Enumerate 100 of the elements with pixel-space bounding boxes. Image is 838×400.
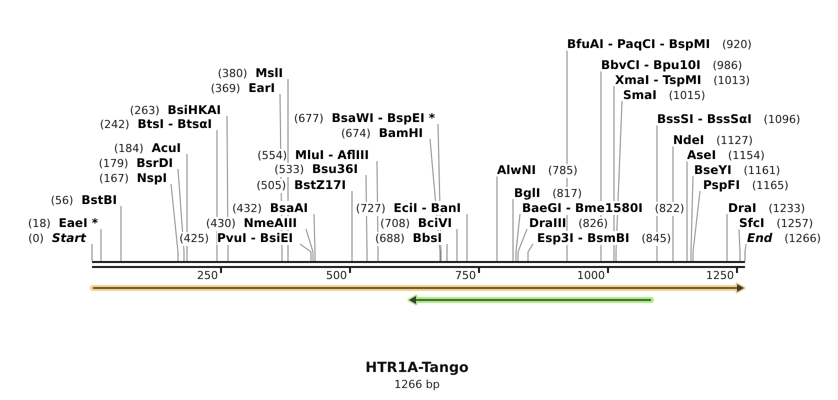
site-position: (826) [578,217,608,231]
leader-line [518,228,528,262]
enzyme-name: MslI [255,66,283,80]
site-position: (1096) [764,113,800,127]
enzyme-name: BciVI [418,216,452,230]
enzyme-name: Esp3I - BsmBI [537,231,630,245]
site-position: (674) [341,127,371,141]
site-position: (1013) [713,74,750,88]
tick-label: 250 [197,269,218,282]
site-position: (533) [274,163,304,177]
enzyme-name: BseYI [694,163,732,177]
enzyme-name: EaeI * [58,216,98,230]
site-position: (1233) [768,202,806,216]
site-position: (727) [356,202,386,216]
enzyme-name: XmaI - TspMI [615,73,702,87]
leader-line [738,228,740,262]
tick-label: 1000 [577,269,605,282]
enzyme-name: SfcI [739,216,764,230]
site-position: (986) [712,59,742,73]
leader-line [216,130,218,262]
enzyme-name: NmeAIII [244,216,297,230]
enzyme-name: PspFI [703,178,740,192]
site-position: (688) [375,232,405,246]
tick-label: 500 [326,269,347,282]
site-position: (56) [50,194,74,208]
leader-line [744,244,746,262]
site-position: (677) [294,112,324,126]
site-position: (432) [232,202,262,216]
site-position: (369) [210,82,240,96]
site-position: (18) [28,217,51,231]
enzyme-name: BsiHKAI [168,103,221,117]
site-position: (167) [99,172,129,186]
leader-line [690,176,694,262]
enzyme-name: NdeI [673,133,704,147]
leader-line [300,244,312,262]
site-position: (0) [28,232,44,246]
site-position: (708) [380,217,410,231]
enzyme-name: BssSI - BssSαI [657,112,752,126]
leader-line [496,176,498,262]
site-position: (242) [100,118,130,132]
site-position: (1257) [776,217,814,231]
site-position: (380) [218,67,248,81]
site-position: (1266) [784,232,821,246]
enzyme-name: BsaWI - BspEI * [332,111,435,125]
enzyme-name: BamHI [378,126,423,140]
site-position: (425) [179,232,209,246]
site-position: (822) [654,202,684,216]
leader-line [456,228,458,262]
site-position: (1015) [668,89,706,103]
site-position: (845) [641,232,672,246]
tick-label: 1250 [706,269,734,282]
map-title: HTR1A-Tango [365,360,469,377]
site-position: (1127) [716,134,753,148]
site-position: (1154) [728,149,765,163]
sequence-end-label: Start [52,231,86,245]
enzyme-name: BglI [514,186,540,200]
enzyme-name: BsrDI [136,156,173,170]
site-position: (920) [722,38,752,52]
enzyme-name: BstZ17I [294,178,346,192]
enzyme-name: EarI [248,81,275,95]
site-position: (1161) [744,164,780,178]
leader-line [512,198,514,262]
enzyme-name: BfuAI - PaqCI - BspMI [567,37,710,51]
enzyme-name: DraI [728,201,756,215]
enzyme-name: PvuI - BsiEI [216,231,293,245]
leader-line [306,228,314,262]
site-position: (554) [257,149,288,163]
site-position: (1165) [752,179,789,193]
leader-line [516,214,520,262]
enzyme-name: BtsI - BtsαI [137,117,212,131]
enzyme-name: DraIII [529,216,566,230]
leader-line [100,228,102,262]
enzyme-name: BstBI [81,193,117,207]
sequence-length: 1266 bp [394,378,440,391]
enzyme-name: BsaAI [270,201,308,215]
leader-line [528,244,534,262]
leader-line [686,160,688,262]
enzyme-name: NspI [136,171,167,185]
enzyme-name: BbvCI - Bpu10I [601,58,701,72]
site-position: (263) [130,104,160,118]
enzyme-name: MluI - AflIII [295,148,369,162]
leader-line [672,146,674,262]
enzyme-name: Bsu36I [312,162,358,176]
leader-line [170,184,178,262]
site-position: (179) [98,157,128,171]
site-position: (505) [256,179,286,193]
enzyme-name: AseI [687,148,716,162]
leader-line [120,206,122,262]
leader-line [726,214,728,262]
enzyme-name: BaeGI - Bme1580I [522,201,643,215]
enzyme-name: AcuI [152,141,181,155]
site-position: (184) [114,142,144,156]
leader-line [314,214,316,262]
site-position: (785) [548,164,578,178]
sequence-end-label: End [747,231,772,245]
site-position: (817) [552,187,582,201]
leader-line [466,214,468,262]
enzyme-name: AlwNI [497,163,536,177]
leader-line [446,244,448,262]
dna-backbone [92,261,745,268]
